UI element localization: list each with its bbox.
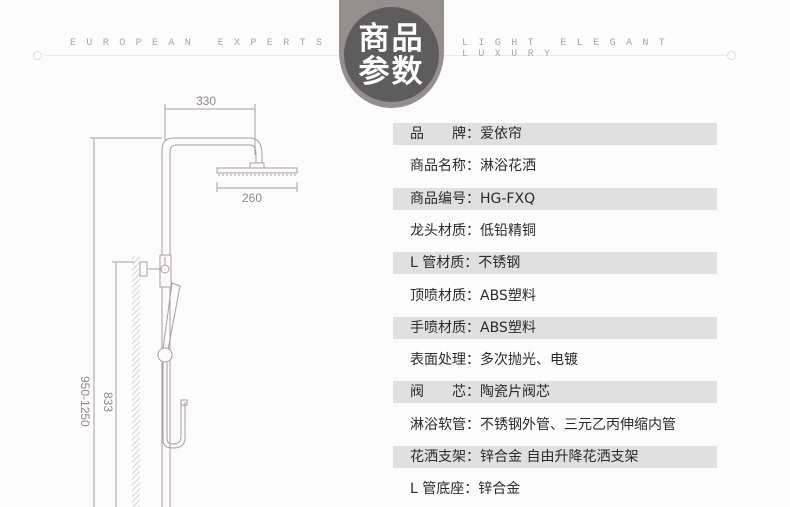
spec-text: 阀 芯：陶瓷片阀芯 <box>410 384 550 401</box>
spec-text: L 管材质：不锈钢 <box>410 255 521 272</box>
spec-label: 商品编号 <box>410 190 466 207</box>
spec-row: L 管底座：锌合金 <box>393 478 717 500</box>
divider-dot-right <box>727 51 736 60</box>
spec-row: L 管材质：不锈钢 <box>393 252 717 275</box>
product-dimension-diagram: 330 260 833 950-1250 <box>78 94 298 507</box>
section-badge: 商品 参数 <box>339 0 444 108</box>
spec-row: 花洒支架：锌合金 自由升降花洒支架 <box>393 446 717 468</box>
spec-value: 锌合金 自由升降花洒支架 <box>480 449 639 465</box>
spec-value: 淋浴花洒 <box>480 158 536 175</box>
divider-right <box>444 55 730 56</box>
spec-label: L 管材质 <box>410 255 465 272</box>
spec-row: 淋浴软管：不锈钢外管、三元乙丙伸缩内管 <box>393 414 717 436</box>
spec-value: ABS塑料 <box>480 287 536 304</box>
badge-title-2: 参数 <box>358 54 425 90</box>
spec-row: 顶喷材质：ABS塑料 <box>393 285 717 307</box>
spec-text: 淋浴软管：不锈钢外管、三元乙丙伸缩内管 <box>410 416 676 433</box>
spec-text: 手喷材质：ABS塑料 <box>410 319 536 336</box>
spec-value: 锌合金 <box>478 481 521 498</box>
spec-row: 商品名称：淋浴花洒 <box>393 155 717 177</box>
spec-value: HG-FXQ <box>480 190 536 207</box>
spec-label: 顶喷材质 <box>410 287 466 304</box>
spec-row: 品 牌：爱依帘 <box>393 123 717 145</box>
spec-label: 表面处理 <box>410 352 466 369</box>
spec-value: 爱依帘 <box>480 126 522 142</box>
spec-text: L 管底座：锌合金 <box>410 481 521 498</box>
tagline-right: LIGHT ELEGANT LUXURY <box>462 38 676 60</box>
spec-text: 表面处理：多次抛光、电镀 <box>410 352 578 369</box>
wall-hatch <box>132 256 140 507</box>
spec-label: 淋浴软管 <box>410 416 466 433</box>
spec-text: 商品编号：HG-FXQ <box>410 190 536 207</box>
divider-left <box>44 55 340 56</box>
dim-head-label: 260 <box>242 191 262 205</box>
spec-value: 不锈钢外管、三元乙丙伸缩内管 <box>480 416 676 433</box>
spec-text: 顶喷材质：ABS塑料 <box>410 287 536 304</box>
spec-label: 品 牌 <box>410 126 466 142</box>
spec-value: 陶瓷片阀芯 <box>480 384 550 401</box>
dim-total-label: 950-1250 <box>78 376 92 427</box>
spec-row: 龙头材质：低铅精铜 <box>393 220 717 242</box>
spec-value: 多次抛光、电镀 <box>480 352 578 369</box>
spec-label: 阀 芯 <box>410 384 466 401</box>
spec-value: 低铅精铜 <box>480 222 536 239</box>
spec-row: 阀 芯：陶瓷片阀芯 <box>393 381 717 404</box>
badge-title-1: 商品 <box>358 21 425 57</box>
spec-text: 品 牌：爱依帘 <box>410 126 522 142</box>
spec-label: 商品名称 <box>410 158 466 175</box>
spec-label: L 管底座 <box>410 481 465 498</box>
spec-value: ABS塑料 <box>480 319 536 336</box>
spec-label: 手喷材质 <box>410 319 466 336</box>
dim-arm-label: 330 <box>196 94 216 108</box>
spec-row: 手喷材质：ABS塑料 <box>393 316 717 339</box>
spec-value: 不锈钢 <box>478 255 521 272</box>
divider-dot-left <box>33 51 42 60</box>
tagline-left: EUROPEAN EXPERTS <box>70 38 333 49</box>
dim-valve-label: 833 <box>101 392 115 412</box>
spec-label: 龙头材质 <box>410 222 466 239</box>
spec-text: 龙头材质：低铅精铜 <box>410 222 536 239</box>
spec-label: 花洒支架 <box>410 449 466 465</box>
spec-row: 表面处理：多次抛光、电镀 <box>393 349 717 371</box>
spec-text: 商品名称：淋浴花洒 <box>410 158 536 175</box>
spec-text: 花洒支架：锌合金 自由升降花洒支架 <box>410 449 639 465</box>
spec-row: 商品编号：HG-FXQ <box>393 187 717 210</box>
